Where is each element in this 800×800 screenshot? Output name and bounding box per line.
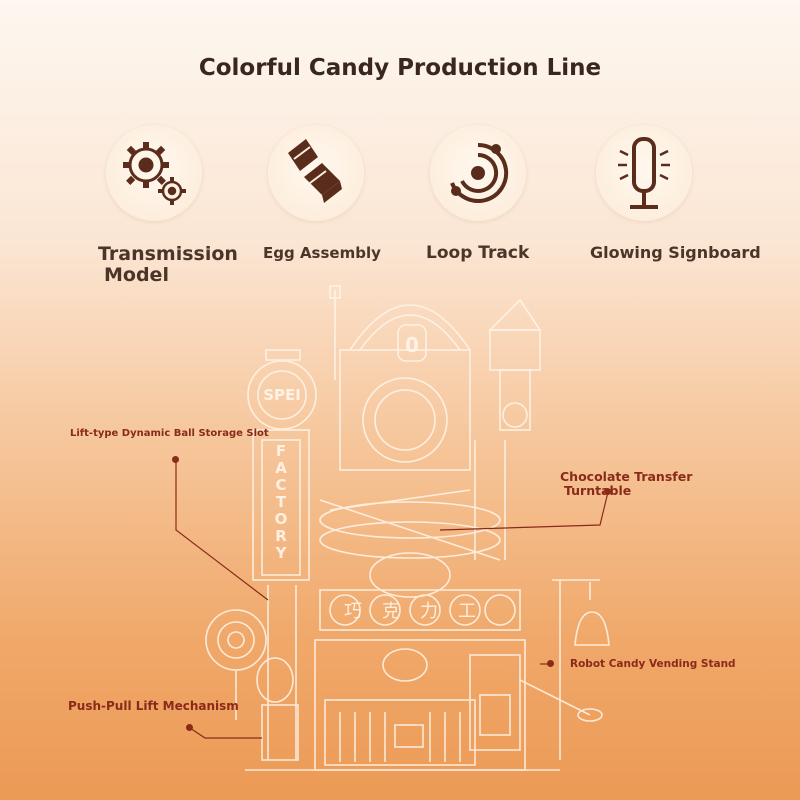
feature-loop-track xyxy=(430,125,526,221)
feature-label-egg-assembly: Egg Assembly xyxy=(263,244,381,262)
callout-ball-storage: Lift-type Dynamic Ball Storage Slot xyxy=(70,428,269,439)
loop-track-icon xyxy=(450,142,509,203)
sign-top-text: SPEI xyxy=(263,386,301,404)
feature-transmission xyxy=(106,125,202,221)
callout-push-pull: Push-Pull Lift Mechanism xyxy=(68,699,239,713)
feature-label-loop-track: Loop Track xyxy=(426,243,530,263)
factory-sign-letter: T xyxy=(276,493,287,511)
feature-label-transmission-line1: Transmission xyxy=(98,243,238,265)
callout-chocolate-line1: Chocolate Transfer xyxy=(560,469,693,484)
callout-dot-vending xyxy=(547,660,554,667)
feature-signboard xyxy=(596,125,692,221)
factory-sign-letter: O xyxy=(275,510,288,528)
feature-egg-assembly xyxy=(268,125,364,221)
feature-label-transmission: Transmission Model xyxy=(98,244,238,286)
callout-dot-chocolate xyxy=(604,488,611,495)
page-title: Colorful Candy Production Line xyxy=(198,55,602,81)
callout-chocolate-turntable: Chocolate Transfer Turntable xyxy=(560,470,692,498)
callout-chocolate-line2: Turntable xyxy=(564,483,632,498)
callout-dot-push-pull xyxy=(186,724,193,731)
feature-label-signboard: Glowing Signboard xyxy=(590,243,761,262)
signboard-icon xyxy=(618,137,670,209)
factory-sign-letter: F xyxy=(276,442,286,460)
callout-dot-ball-storage xyxy=(172,456,179,463)
chinese-sign-text: 巧克力工 xyxy=(344,601,496,622)
feature-label-transmission-line2: Model xyxy=(104,264,169,286)
factory-sign-letter: C xyxy=(275,476,286,494)
dial-number: 0 xyxy=(405,333,419,357)
callout-vending-stand: Robot Candy Vending Stand xyxy=(570,658,736,670)
gears-icon xyxy=(123,142,186,205)
egg-assembly-icon xyxy=(288,139,342,203)
factory-sign-letter: Y xyxy=(275,544,288,562)
factory-sign-letter: A xyxy=(275,459,287,477)
factory-sign-letter: R xyxy=(275,527,287,545)
